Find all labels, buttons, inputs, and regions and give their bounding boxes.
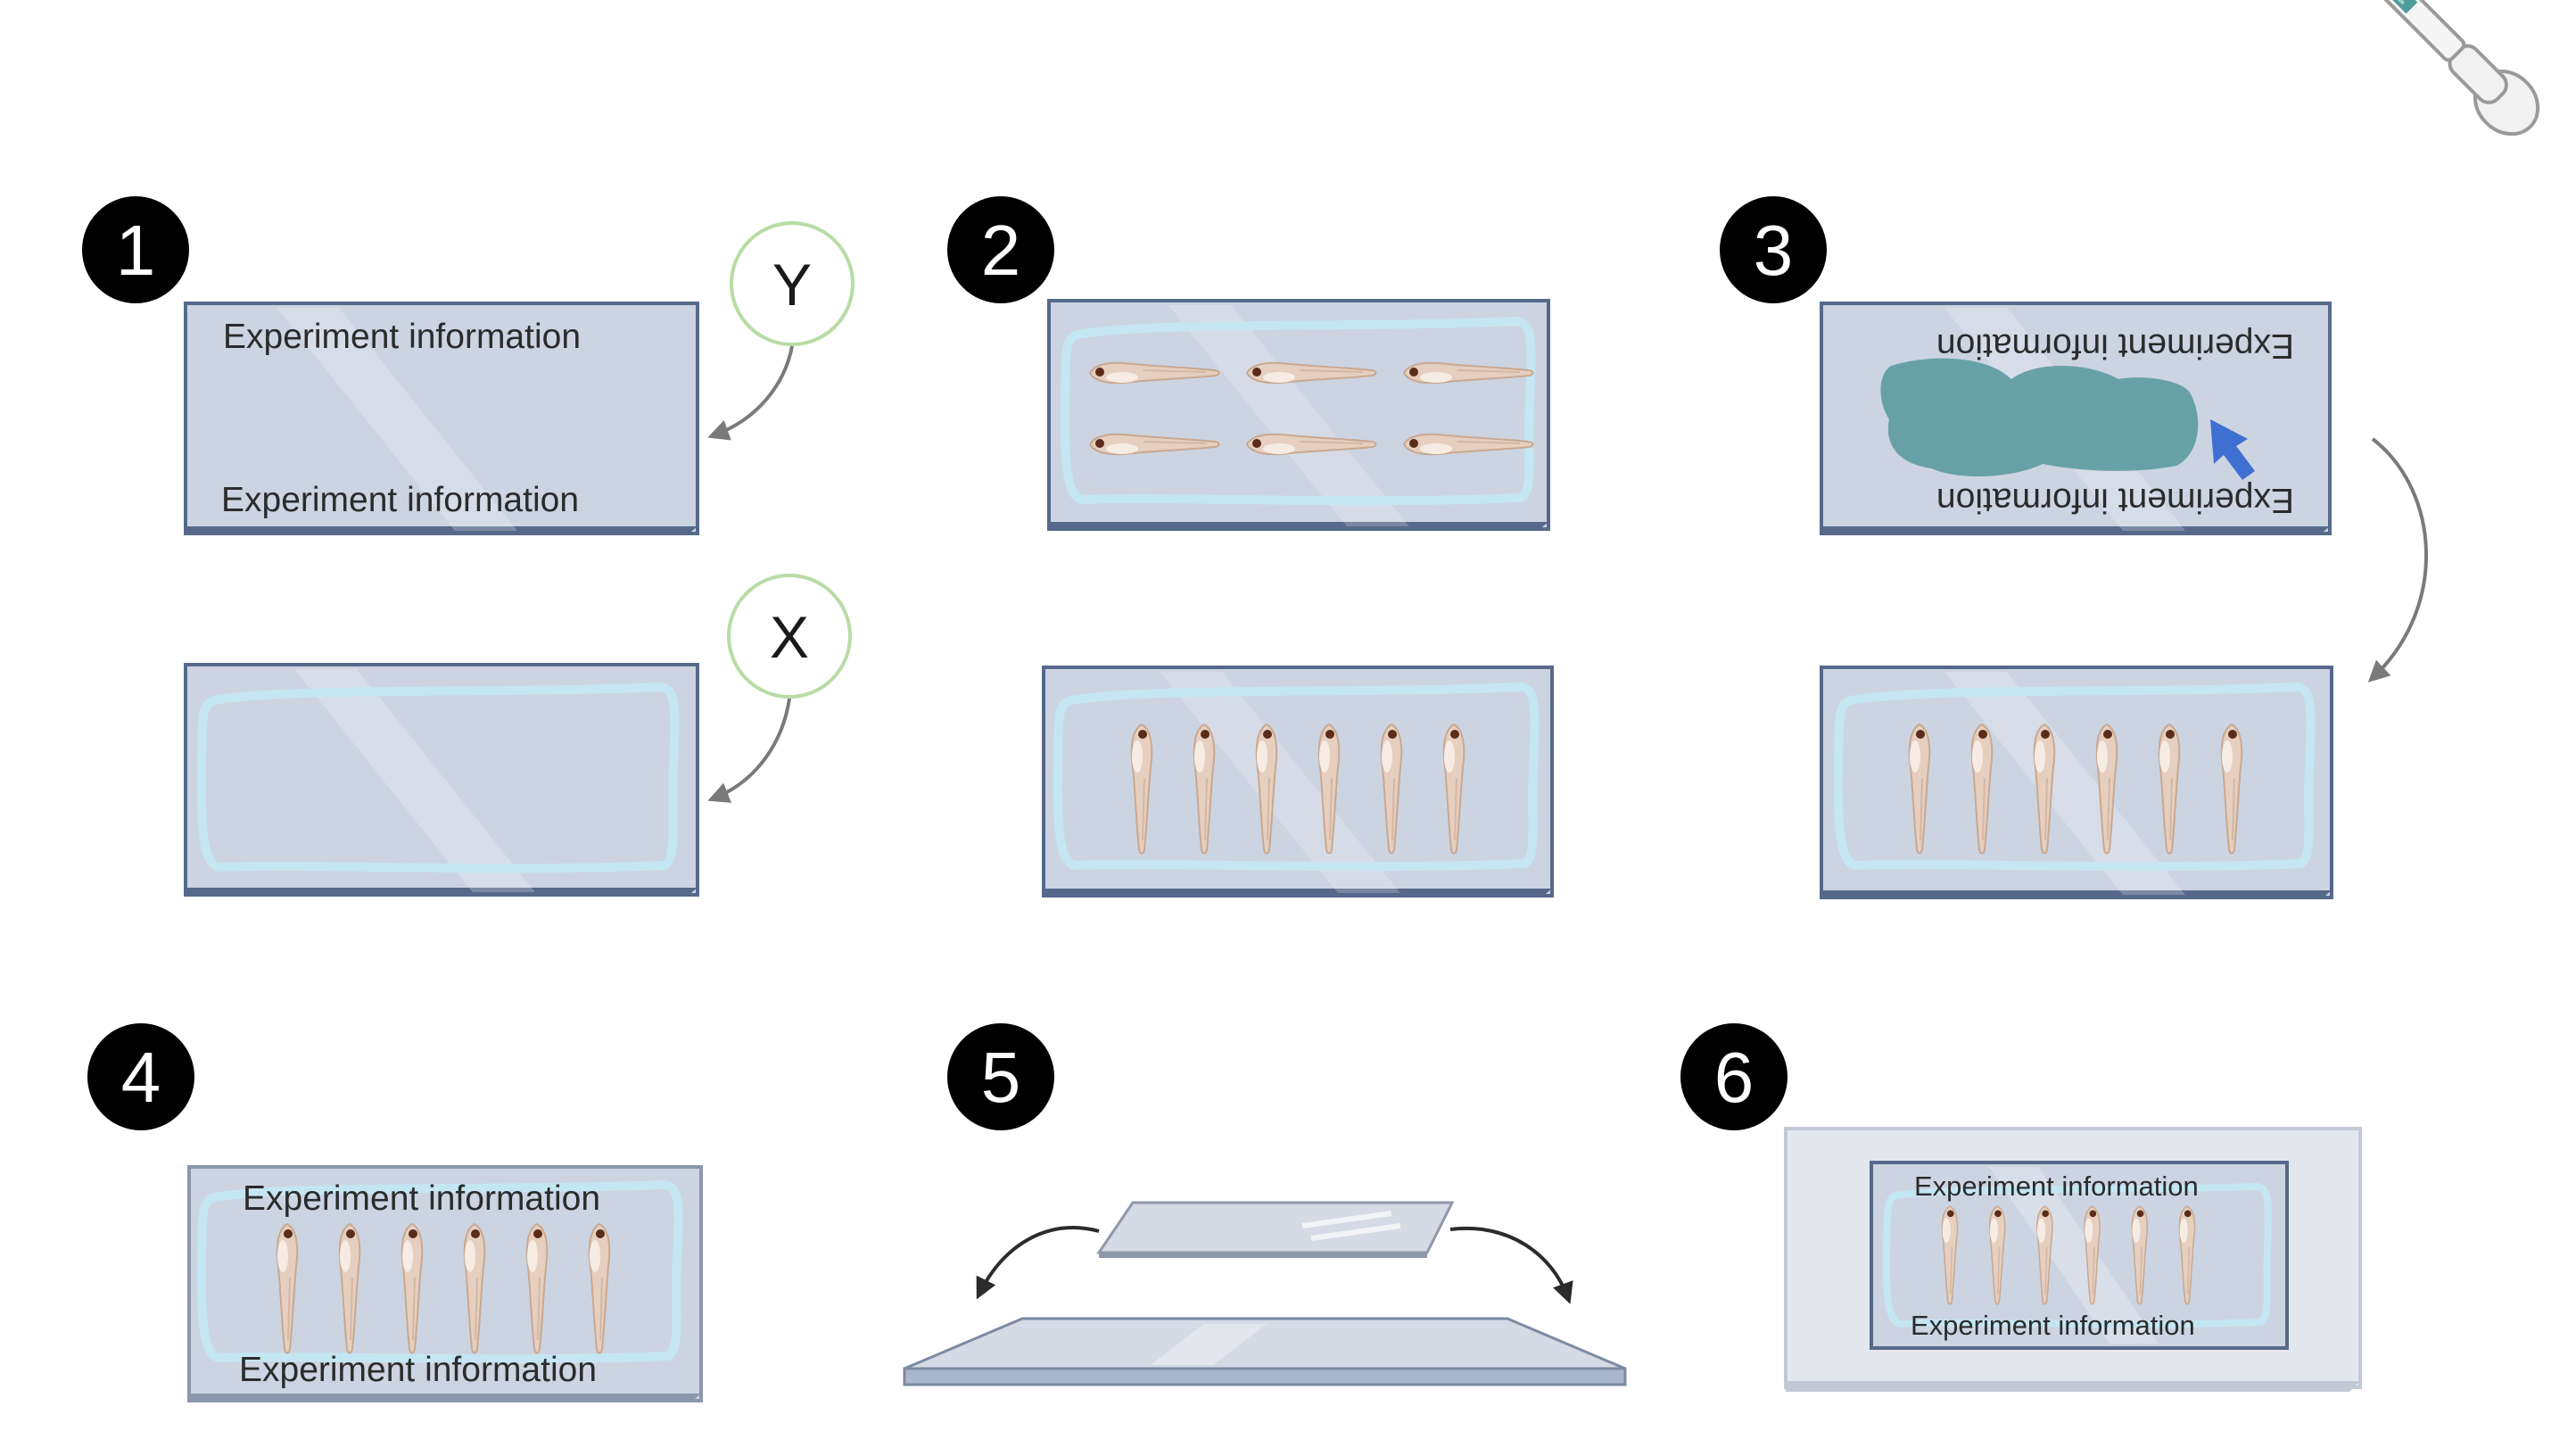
- step-5-badge: [947, 1023, 1054, 1130]
- experiment-info-label: Experiment information: [1914, 1171, 2199, 1202]
- step-2-number: 2: [981, 211, 1021, 290]
- x-axis-circle: [727, 574, 852, 699]
- coverslip-arrow-left: [976, 1226, 1100, 1300]
- experiment-info-label: Experiment information: [239, 1351, 597, 1389]
- step-6-badge: [1680, 1023, 1788, 1130]
- experiment-info-label: Experiment information: [243, 1179, 600, 1218]
- gel-ring: [1053, 682, 1540, 872]
- step-1-gel-slide: [184, 663, 699, 897]
- step-1-badge: [82, 196, 189, 303]
- pointer-arrow: [2210, 419, 2255, 480]
- step-6-mounted-slide: Experiment information Experiment inform…: [1784, 1127, 2362, 1392]
- experiment-info-label: Experiment information: [221, 481, 579, 519]
- coverslip-arrow-right: [1449, 1226, 1573, 1304]
- step-5: 5: [903, 1023, 1627, 1386]
- step-6-number: 6: [1714, 1038, 1754, 1117]
- step-3-number: 3: [1754, 211, 1794, 290]
- medium-blob: [1880, 358, 2199, 477]
- step-6: 6 Experiment information Experiment info…: [1680, 1023, 2362, 1392]
- flat-slide: [903, 1317, 1627, 1386]
- coverslip: [1096, 1201, 1455, 1258]
- y-axis-circle: [730, 221, 855, 346]
- y-arrow: [707, 345, 794, 441]
- pipette: [2215, 0, 2540, 136]
- step-2-horizontal-larvae-slide: [1047, 299, 1550, 531]
- step-1-labelled-slide: Experiment information Experiment inform…: [184, 302, 699, 535]
- x-arrow: [707, 698, 791, 803]
- step-2: 2: [947, 196, 1554, 898]
- step-4-badge: [87, 1023, 194, 1130]
- gel-ring: [1882, 1182, 2272, 1328]
- experiment-info-label: Experiment information: [223, 318, 581, 356]
- gel-ring: [196, 682, 680, 873]
- step-3: 3 Experiment information Experiment info…: [1720, 0, 2540, 899]
- flip-arrow: [2367, 437, 2429, 682]
- step-2-badge: [947, 196, 1054, 303]
- step-3-badge: [1720, 196, 1827, 303]
- step-3-larvae-slide: [1820, 666, 2333, 899]
- gel-ring: [1833, 682, 2316, 872]
- step-4: 4 Experiment information Experiment info…: [87, 1023, 703, 1402]
- step-3-medium-slide: Experiment information Experiment inform…: [1820, 302, 2332, 535]
- experiment-info-label: Experiment information: [1911, 1310, 2195, 1341]
- gel-ring: [196, 1179, 683, 1364]
- experiment-info-label-flipped: Experiment information: [1936, 327, 2294, 365]
- gel-ring: [1060, 316, 1536, 506]
- experiment-info-label-flipped: Experiment information: [1936, 481, 2294, 519]
- y-axis-letter: Y: [772, 252, 812, 318]
- step-2-vertical-larvae-slide: [1042, 666, 1554, 898]
- step-4-number: 4: [121, 1038, 161, 1117]
- step-1-number: 1: [116, 211, 156, 290]
- step-5-number: 5: [981, 1038, 1021, 1117]
- x-axis-letter: X: [770, 604, 809, 670]
- step-1: 1 Experiment information Experiment info…: [82, 196, 855, 897]
- step-4-labelled-larvae-slide: Experiment information Experiment inform…: [187, 1165, 703, 1402]
